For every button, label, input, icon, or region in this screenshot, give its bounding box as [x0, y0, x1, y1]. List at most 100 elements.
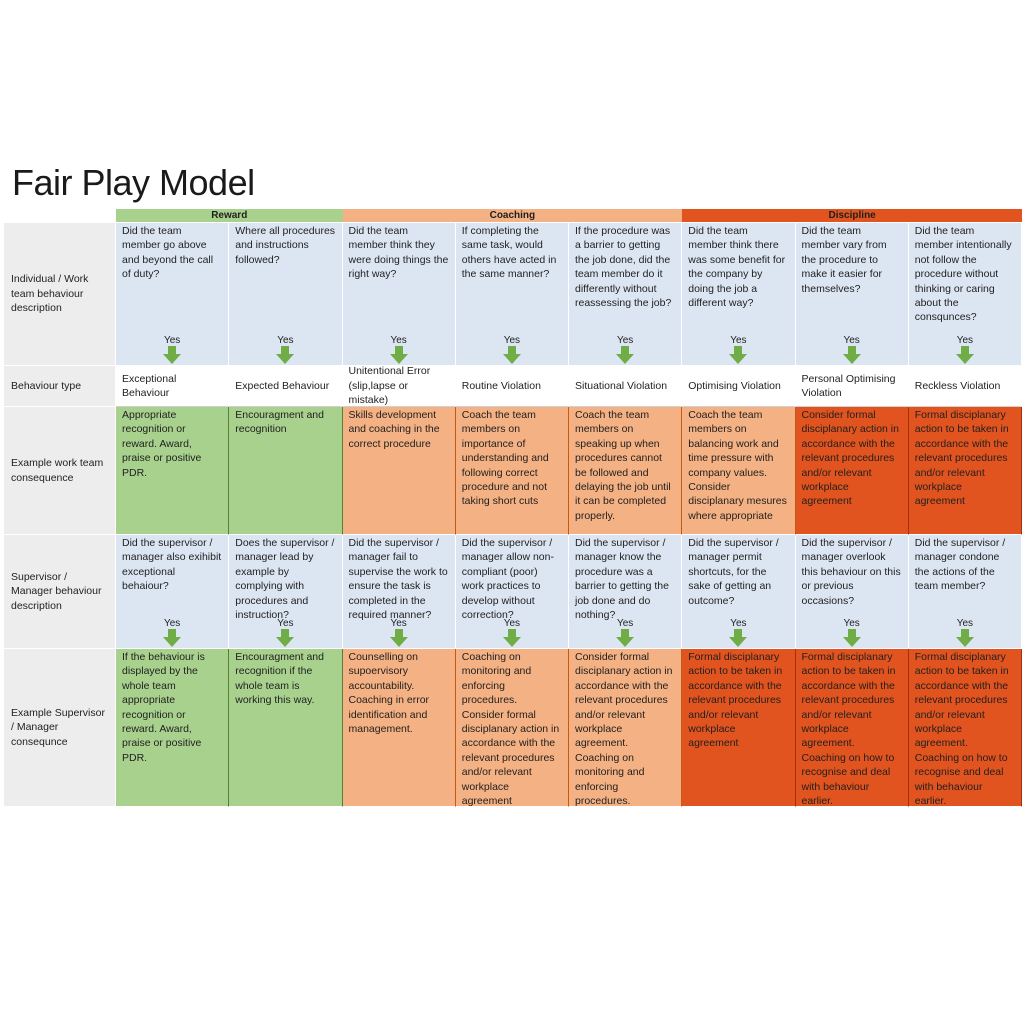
yes-label: Yes	[503, 335, 521, 346]
yes-indicator: Yes	[909, 335, 1021, 364]
cell-text: If the procedure was a barrier to gettin…	[575, 225, 672, 310]
behaviour-type-cell: Reckless Violation	[908, 366, 1022, 407]
team-question-cell: If completing the same task, would other…	[455, 223, 569, 366]
header-discipline: Discipline	[682, 209, 1022, 223]
yes-label: Yes	[277, 335, 294, 346]
supervisor-consequence-cell: Counselling on supoervisory accountabili…	[342, 649, 456, 807]
arrow-down-icon	[842, 346, 861, 364]
team-consequence-cell: Appropriate recognition or reward. Award…	[116, 407, 230, 535]
cell-text: Expected Behaviour	[235, 379, 330, 392]
arrow-down-icon	[389, 629, 408, 647]
cell-text: Did the supervisor / manager condone the…	[914, 537, 1006, 593]
yes-label: Yes	[956, 335, 974, 346]
arrow-down-icon	[163, 629, 182, 647]
header-reward: Reward	[116, 209, 343, 223]
cell-text: Formal disciplanary action to be taken i…	[801, 651, 896, 807]
supervisor-question-cell: Did the supervisor / manager permit shor…	[682, 535, 796, 649]
supervisor-consequence-cell: Formal disciplanary action to be taken i…	[795, 649, 909, 807]
cell-text: Did the supervisor / manager permit shor…	[688, 537, 779, 607]
arrow-down-icon	[389, 346, 408, 364]
yes-indicator: Yes	[116, 335, 228, 364]
team-question-cell: Did the team member go above and beyond …	[116, 223, 230, 366]
cell-text: Formal disciplanary action to be taken i…	[914, 651, 1009, 807]
team-question-cell: Did the team member think there was some…	[682, 223, 796, 366]
behaviour-type-cell: Personal Optimising Violation	[795, 366, 909, 407]
supervisor-consequence-cell: If the behaviour is displayed by the who…	[116, 649, 230, 807]
team-consequence-cell: Coach the team members on speaking up wh…	[569, 407, 683, 535]
team-consequence-cell: Skills development and coaching in the c…	[342, 407, 456, 535]
yes-indicator: Yes	[343, 335, 455, 364]
yes-label: Yes	[163, 618, 181, 629]
cell-text: Consider formal disciplanary action in a…	[575, 651, 673, 807]
yes-label: Yes	[390, 335, 407, 346]
team-question-cell: Where all procedures and instructions fo…	[229, 223, 343, 366]
supervisor-consequence-cell: Formal disciplanary action to be taken i…	[682, 649, 796, 807]
cell-text: Routine Violation	[461, 379, 541, 392]
team-consequence-cell: Consider formal disciplanary action in a…	[795, 407, 909, 535]
row-label: Example work team consequence	[4, 407, 116, 535]
cell-text: Coaching on monitoring and enforcing pro…	[461, 651, 560, 807]
arrow-down-icon	[729, 629, 748, 647]
cell-text: Formal disciplanary action to be taken i…	[688, 651, 783, 750]
yes-label: Yes	[277, 618, 294, 629]
cell-text: Did the team member intentionally not fo…	[914, 225, 1012, 324]
supervisor-question-cell: Does the supervisor / manager lead by ex…	[229, 535, 343, 649]
arrow-down-icon	[163, 346, 182, 364]
cell-text: If the behaviour is displayed by the who…	[122, 651, 205, 764]
yes-label: Yes	[616, 618, 634, 629]
cell-text: Skills development and coaching in the c…	[348, 409, 440, 450]
supervisor-consequence-cell: Encouragment and recognition if the whol…	[229, 649, 343, 807]
header-coaching: Coaching	[342, 209, 683, 223]
row-label: Individual / Work team behaviour descrip…	[4, 223, 116, 366]
yes-indicator: Yes	[229, 618, 341, 647]
supervisor-question-cell: Did the supervisor / manager also exihib…	[116, 535, 230, 649]
yes-indicator: Yes	[796, 618, 908, 647]
yes-indicator: Yes	[229, 335, 341, 364]
behaviour-type-cell: Unitentional Error (slip,lapse or mistak…	[342, 366, 456, 407]
page-title: Fair Play Model	[12, 162, 255, 203]
behaviour-type-cell: Situational Violation	[569, 366, 683, 407]
cell-text: Coach the team members on speaking up wh…	[575, 409, 671, 522]
cell-text: Unitentional Error (slip,lapse or mistak…	[348, 366, 431, 407]
cell-text: Did the team member think they were doin…	[348, 225, 449, 281]
yes-indicator: Yes	[569, 618, 681, 647]
yes-indicator: Yes	[682, 335, 794, 364]
header-blank	[4, 209, 116, 223]
supervisor-consequence-cell: Formal disciplanary action to be taken i…	[908, 649, 1022, 807]
team-question-cell: Did the team member vary from the proced…	[795, 223, 909, 366]
behaviour-type-cell: Routine Violation	[455, 366, 569, 407]
yes-indicator: Yes	[682, 618, 794, 647]
cell-text: Did the team member think there was some…	[688, 225, 786, 310]
yes-label: Yes	[730, 335, 747, 346]
cell-text: Exceptional Behaviour	[122, 372, 177, 399]
fair-play-table: Reward Coaching Discipline Individual / …	[4, 209, 1022, 807]
team-consequence-cell: Coach the team members on importance of …	[455, 407, 569, 535]
arrow-down-icon	[729, 346, 748, 364]
supervisor-question-cell: Did the supervisor / manager overlook th…	[795, 535, 909, 649]
supervisor-consequence-cell: Coaching on monitoring and enforcing pro…	[455, 649, 569, 807]
cell-text: If completing the same task, would other…	[461, 225, 557, 281]
yes-label: Yes	[616, 335, 634, 346]
behaviour-type-cell: Exceptional Behaviour	[116, 366, 230, 407]
cell-text: Did the team member vary from the proced…	[801, 225, 887, 295]
team-question-cell: Did the team member intentionally not fo…	[908, 223, 1022, 366]
cell-text: Did the supervisor / manager know the pr…	[575, 537, 669, 622]
arrow-down-icon	[502, 629, 521, 647]
yes-label: Yes	[390, 618, 407, 629]
cell-text: Formal disciplanary action to be taken i…	[914, 409, 1009, 508]
yes-indicator: Yes	[569, 335, 681, 364]
cell-text: Coach the team members on balancing work…	[688, 409, 787, 522]
supervisor-question-cell: Did the supervisor / manager know the pr…	[569, 535, 683, 649]
cell-text: Did the supervisor / manager overlook th…	[801, 537, 901, 607]
arrow-down-icon	[502, 346, 521, 364]
yes-label: Yes	[843, 618, 860, 629]
cell-text: Did the supervisor / manager also exihib…	[122, 537, 222, 593]
supervisor-question-cell: Did the supervisor / manager allow non-c…	[455, 535, 569, 649]
yes-label: Yes	[956, 618, 974, 629]
yes-indicator: Yes	[909, 618, 1021, 647]
cell-text: Did the supervisor / manager allow non-c…	[461, 537, 554, 622]
arrow-down-icon	[616, 346, 635, 364]
yes-indicator: Yes	[796, 335, 908, 364]
cell-text: Does the supervisor / manager lead by ex…	[235, 537, 335, 622]
arrow-down-icon	[842, 629, 861, 647]
